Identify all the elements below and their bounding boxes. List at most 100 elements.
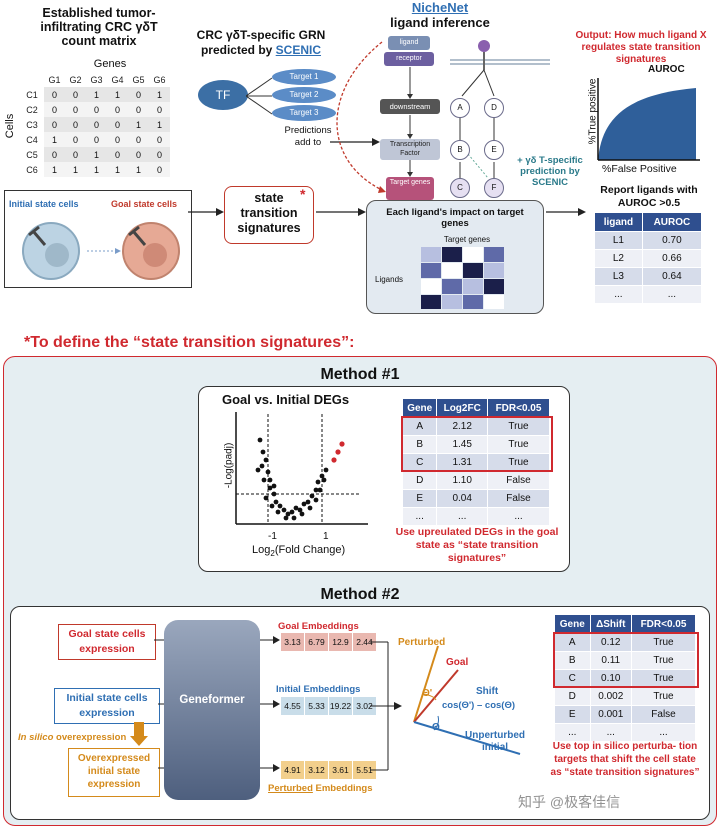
volcano-point — [301, 501, 307, 507]
ligands-label: Ligands — [375, 275, 404, 284]
nichenet-arrows — [336, 41, 413, 193]
volcano-point — [309, 493, 315, 499]
volcano-point-up — [331, 457, 337, 463]
goal-expression-box: Goal state cells expression — [58, 624, 156, 660]
volcano-point — [260, 449, 266, 455]
volcano-point — [291, 515, 297, 521]
initial-embeddings-label: Initial Embeddings — [276, 684, 361, 695]
volcano-point — [321, 477, 327, 483]
volcano-point — [305, 499, 311, 505]
goal-embeddings-label: Goal Embeddings — [278, 621, 359, 632]
prediction-arrow — [330, 138, 380, 146]
heatmap-cell — [421, 247, 441, 262]
heatmap-cell — [442, 263, 462, 278]
nichenet-link[interactable]: NicheNet — [411, 0, 469, 15]
col-header: G5 — [132, 74, 145, 85]
volcano-point — [285, 511, 291, 517]
volcano-point — [267, 477, 273, 483]
network-node: D — [484, 98, 504, 118]
volcano-point — [269, 503, 275, 509]
tf-node: TF — [198, 80, 248, 110]
perturbed-embeddings-label: Perturbed Embeddings — [268, 783, 373, 794]
col-header: G2 — [69, 74, 82, 85]
cells-state-box: Initial state cells Goal state cells — [4, 190, 192, 288]
cells-label: Cells — [4, 113, 17, 139]
impact-title: Each ligand's impact on target genes — [386, 207, 524, 229]
goal-state-label: Goal state cells — [111, 199, 178, 209]
cell-illustrations — [22, 222, 180, 280]
heatmap-cell — [421, 263, 441, 278]
volcano-point — [281, 507, 287, 513]
volcano-point — [263, 495, 269, 501]
volcano-point — [293, 505, 299, 511]
target-genes-label: Target genes — [443, 235, 491, 244]
volcano-plot — [235, 412, 368, 525]
volcano-point — [259, 463, 265, 469]
volcano-point — [315, 479, 321, 485]
overexpressed-box: Overexpressed initial state expression — [68, 748, 160, 797]
col-header: G4 — [111, 74, 124, 85]
gd-specific-label: + γδ T-specific prediction by SCENIC — [517, 155, 583, 188]
volcano-point-up — [339, 441, 345, 447]
volcano-point — [261, 477, 267, 483]
count-matrix-title: Established tumor-infiltrating CRC γδT c… — [40, 6, 158, 48]
auroc-curve — [597, 78, 700, 161]
grn-title: CRC γδT-specific GRN predicted by SCENIC — [196, 28, 326, 57]
network-node: F — [484, 178, 504, 198]
network-node: A — [450, 98, 470, 118]
volcano-point — [257, 437, 263, 443]
heatmap-cell — [463, 295, 483, 309]
unperturbed-label: Unperturbed initial — [465, 730, 525, 753]
heatmap-cell — [463, 279, 483, 294]
col-header: G1 — [48, 74, 61, 85]
predictions-label: Predictions add to — [284, 125, 332, 148]
scenic-link[interactable]: SCENIC — [275, 43, 322, 57]
target-genes-box: Target genes — [386, 177, 434, 200]
ligand-box: ligand — [388, 36, 430, 50]
shift-label: Shift — [476, 686, 499, 697]
x-axis-label: %False Positive — [602, 163, 677, 175]
heatmap-cell — [442, 279, 462, 294]
report-title: Report ligands with AUROC >0.5 — [600, 184, 698, 209]
method2-note: Use top in silico perturba- tion targets… — [550, 741, 700, 778]
volcano-point — [255, 467, 261, 473]
ligand-inference-title: ligand inference — [390, 15, 490, 30]
impact-heatmap — [421, 247, 504, 309]
volcano-xlabel: Log2(Fold Change) — [252, 544, 346, 559]
heatmap-cell — [484, 247, 504, 262]
heatmap-cell — [463, 247, 483, 262]
signatures-asterisk: * — [300, 186, 306, 202]
flow-arrows-top — [188, 208, 586, 216]
volcano-point — [289, 509, 295, 515]
network-node: C — [450, 178, 470, 198]
volcano-point — [317, 487, 323, 493]
volcano-point — [263, 457, 269, 463]
target-1: Target 1 — [272, 69, 336, 85]
heatmap-cell — [421, 279, 441, 294]
geneformer-block: Geneformer — [164, 620, 260, 800]
embedding-connectors — [370, 641, 402, 771]
volcano-point-up — [335, 449, 341, 455]
network-node: B — [450, 140, 470, 160]
volcano-point — [267, 485, 273, 491]
volcano-point — [283, 515, 289, 521]
heatmap-cell — [463, 263, 483, 278]
define-title: *To define the “state transition signatu… — [24, 334, 355, 351]
volcano-point — [297, 507, 303, 513]
table-row: ......... — [554, 723, 696, 742]
